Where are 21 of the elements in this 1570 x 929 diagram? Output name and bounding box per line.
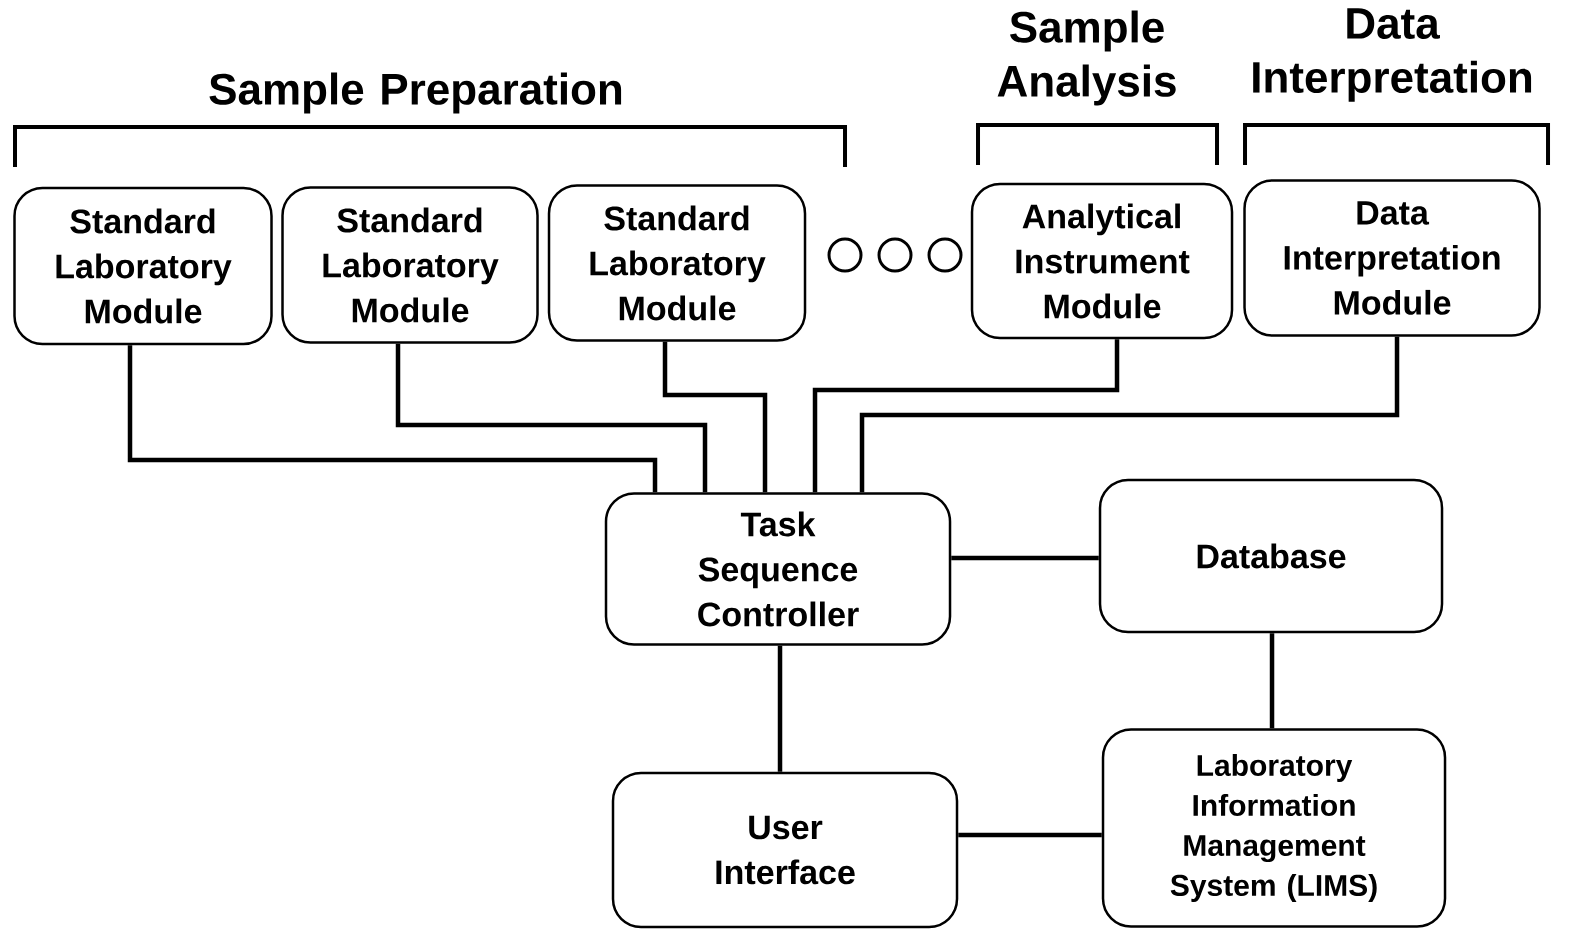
process-box: Analytical Instrument Module xyxy=(970,182,1234,340)
connector-line xyxy=(662,341,768,493)
connector-line xyxy=(777,645,783,772)
connector-line xyxy=(951,555,1099,561)
connector-line xyxy=(1269,633,1275,729)
process-box: Standard Laboratory Module xyxy=(547,184,807,342)
connector-line xyxy=(812,339,1120,493)
connector-line xyxy=(395,343,708,493)
process-box: Data Interpretation Module xyxy=(1243,179,1541,337)
section-heading: Data Interpretation xyxy=(1253,8,1532,102)
connector-line xyxy=(859,336,1400,493)
process-box: Task Sequence Controller xyxy=(604,492,952,646)
section-heading: Sample Analysis xyxy=(997,10,1176,106)
process-box: User Interface xyxy=(611,771,959,929)
process-box: Laboratory Information Management System (LIMS) xyxy=(1101,728,1447,928)
connector-line xyxy=(127,345,658,493)
section-heading: Sample Preparation xyxy=(209,72,622,114)
connector-line xyxy=(958,832,1102,838)
process-box: Standard Laboratory Module xyxy=(13,186,273,346)
process-box: Database xyxy=(1098,478,1444,634)
process-box: Standard Laboratory Module xyxy=(281,186,539,344)
